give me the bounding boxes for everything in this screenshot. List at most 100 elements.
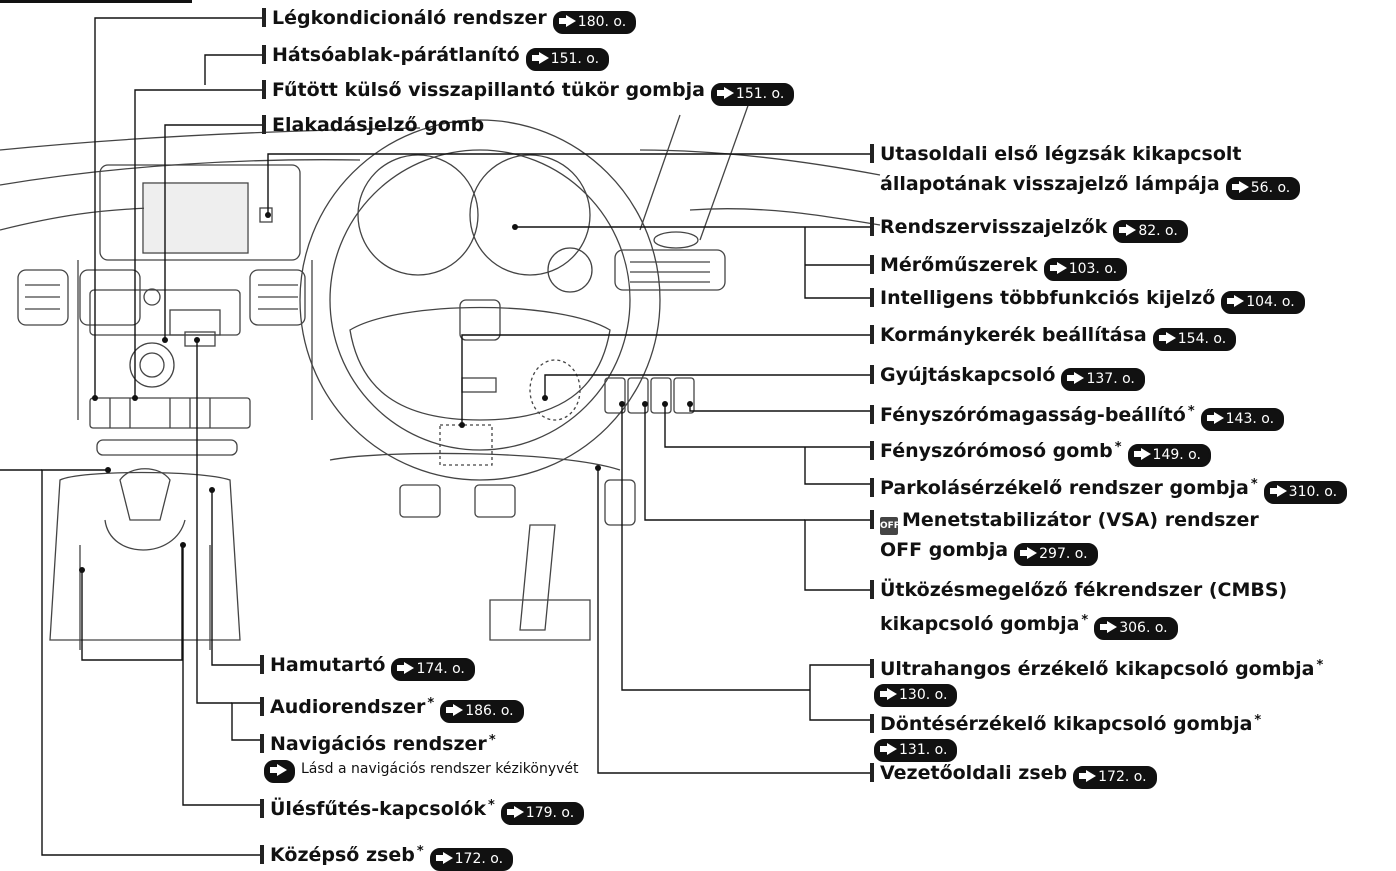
leader-legzsak xyxy=(267,153,870,215)
label-ultra-line2: 130. o. xyxy=(874,680,958,707)
ignition-zone xyxy=(529,359,581,421)
pedal-brake xyxy=(474,484,516,518)
leader-fenyszoromag xyxy=(689,404,870,412)
pedal-gas xyxy=(519,524,556,631)
label-dontes-line1: Döntésérzékelő kikapcsoló gombja* xyxy=(870,709,1261,736)
leader-parkolas-group xyxy=(804,447,870,485)
vent-left-inner xyxy=(79,269,141,326)
vent-slats-right xyxy=(258,284,298,310)
a-pillar-2 xyxy=(699,99,751,241)
footwell-line xyxy=(329,452,621,471)
label-cmbs-line2: kikapcsoló gombja*306. o. xyxy=(880,609,1178,640)
header-rule xyxy=(0,0,192,3)
page-ref-badge[interactable]: 149. o. xyxy=(1127,444,1211,467)
label-legzsak-line1: Utasoldali első légzsák kikapcsolt xyxy=(870,143,1242,166)
page-ref-badge[interactable]: 310. o. xyxy=(1263,481,1348,504)
page-ref-badge[interactable]: 103. o. xyxy=(1043,258,1128,281)
page-ref-badge[interactable]: 306. o. xyxy=(1094,617,1178,640)
label-fenyszoromoso: Fényszórómosó gomb*149. o. xyxy=(870,436,1211,467)
vent-right-slats xyxy=(630,261,710,283)
leader-seat-heater xyxy=(81,545,183,661)
console xyxy=(49,471,241,641)
switch-2 xyxy=(627,377,649,414)
page-ref-badge[interactable]: 130. o. xyxy=(874,684,958,707)
screen-fill xyxy=(144,184,247,252)
label-audio: Audiorendszer*186. o. xyxy=(260,692,524,723)
vsa-off-icon: OFF xyxy=(880,517,900,535)
shift-boot xyxy=(104,519,186,551)
steering-wheel-outer xyxy=(299,119,661,481)
audio-buttons xyxy=(169,309,221,336)
page-ref-badge[interactable]: 172. o. xyxy=(1073,766,1157,789)
steering-wheel-inner xyxy=(329,149,631,451)
page-ref-badge[interactable]: 143. o. xyxy=(1200,408,1285,431)
console-sides xyxy=(79,545,211,650)
leader-ultra xyxy=(621,404,810,691)
leader-kormany xyxy=(461,334,870,425)
page-ref-badge[interactable]: 131. o. xyxy=(874,739,958,762)
gauge-small xyxy=(547,247,593,293)
label-kozepso: Középső zseb*172. o. xyxy=(260,840,514,871)
label-dontes-line2: 131. o. xyxy=(874,735,958,762)
page-ref-badge[interactable]: 82. o. xyxy=(1113,220,1188,243)
label-fenyszoromag: Fényszórómagasság-beállító*143. o. xyxy=(870,400,1285,431)
screen-housing xyxy=(99,164,301,261)
page-ref-badge[interactable]: 104. o. xyxy=(1221,291,1305,314)
page-ref-badge[interactable]: 174. o. xyxy=(391,658,475,681)
page-ref-badge[interactable]: 154. o. xyxy=(1152,328,1237,351)
gauge-left xyxy=(357,154,479,276)
dash-top-left xyxy=(0,159,361,186)
climate-keys xyxy=(109,398,211,428)
leader-hamutarto xyxy=(211,490,260,666)
navigation-note: Lásd a navigációs rendszer kézikönyvét xyxy=(264,760,579,783)
switch-3 xyxy=(650,377,672,414)
hazard-button xyxy=(184,331,216,347)
wheel-badge xyxy=(461,377,497,393)
page-ref-badge[interactable]: 180. o. xyxy=(552,11,637,34)
audio-knob-top xyxy=(143,288,161,306)
airbag-lamp xyxy=(259,207,273,223)
leader-tukor xyxy=(134,89,262,398)
page-ref-badge[interactable]: 151. o. xyxy=(525,48,610,71)
page-ref-badge[interactable]: 172. o. xyxy=(429,848,514,871)
dash-curve-left xyxy=(0,207,151,231)
label-cmbs-line1: Ütközésmegelőző fékrendszer (CMBS) xyxy=(870,579,1287,602)
leader-audio xyxy=(196,340,232,704)
page-ref-badge[interactable]: 186. o. xyxy=(440,700,524,723)
leader-audio-nav xyxy=(231,702,260,741)
gear-knob xyxy=(119,468,171,521)
page-ref-badge[interactable]: 151. o. xyxy=(710,83,795,106)
page-ref-badge[interactable]: 137. o. xyxy=(1061,368,1145,391)
leader-gyujtas xyxy=(544,374,870,398)
page-ref-badge[interactable]: 56. o. xyxy=(1225,177,1301,200)
wheel-hub-logo xyxy=(459,299,501,341)
vent-left-outer xyxy=(17,269,69,326)
label-tukor: Fűtött külső visszapillantó tükör gombja… xyxy=(262,79,795,106)
label-navigacio: Navigációs rendszer* xyxy=(260,729,496,756)
leader-vsa-cmbs-group xyxy=(804,519,870,591)
tweeter-right xyxy=(653,231,699,249)
leader-elakadas xyxy=(164,124,262,340)
climate-knob xyxy=(129,342,175,388)
leader-rendszer-group xyxy=(804,227,870,299)
page-ref-badge[interactable]: 297. o. xyxy=(1014,543,1098,566)
leader-kozepso xyxy=(41,469,260,856)
dash-line-right xyxy=(689,208,881,226)
dash-top-right xyxy=(639,149,881,176)
climate-knob-inner xyxy=(139,352,165,378)
screen xyxy=(142,182,249,254)
page-ref-badge[interactable]: 179. o. xyxy=(500,802,585,825)
leader-ulesfutes xyxy=(182,545,260,806)
see-ref-icon xyxy=(264,760,295,783)
